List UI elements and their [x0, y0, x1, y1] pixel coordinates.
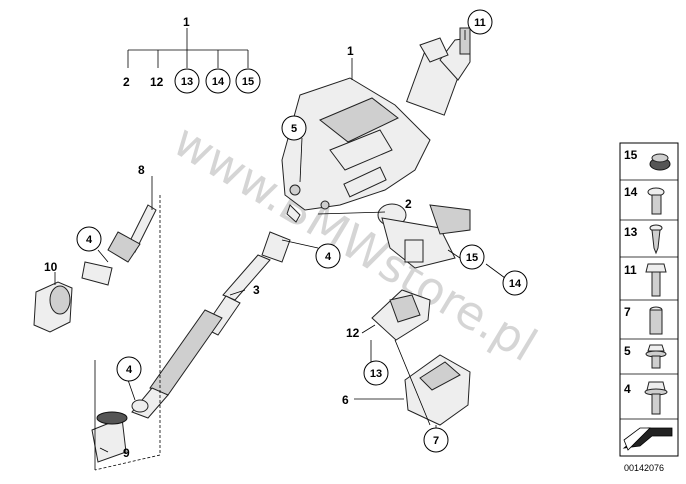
sleeve-nut-icon — [649, 306, 663, 335]
collar-screw-icon — [645, 344, 667, 369]
tree-item-2: 2 — [123, 75, 130, 89]
callout-4-lower: 4 — [126, 364, 133, 376]
arrow-icon — [622, 427, 673, 451]
callout-2: 2 — [405, 197, 412, 211]
legend-num-13: 13 — [624, 225, 638, 239]
tree-root-label: 1 — [183, 15, 190, 29]
callout-6: 6 — [342, 393, 349, 407]
leader-lines — [54, 30, 506, 453]
shoulder-bolt-icon — [647, 187, 665, 215]
callout-8: 8 — [138, 163, 145, 177]
callout-4-upper: 4 — [325, 251, 332, 263]
legend-num-4: 4 — [624, 382, 631, 396]
callout-10: 10 — [44, 260, 58, 274]
callout-5: 5 — [291, 123, 297, 135]
legend-num-5: 5 — [624, 344, 631, 358]
legend-num-7: 7 — [624, 305, 631, 319]
control-unit-bracket — [371, 289, 431, 341]
callout-4-left: 4 — [86, 234, 93, 246]
callout-11: 11 — [474, 17, 486, 29]
steering-shaft-lower — [131, 231, 291, 419]
callout-3: 3 — [253, 283, 260, 297]
hex-bolt-icon — [645, 263, 667, 297]
callout-14: 14 — [509, 278, 522, 290]
legend-num-14: 14 — [624, 185, 638, 199]
universal-joint-part — [81, 204, 157, 286]
assembly-tree: 1 2 12 13 14 15 — [123, 15, 261, 94]
legend-num-11: 11 — [624, 263, 637, 277]
steering-column-housing — [281, 27, 471, 223]
sleeve-part — [91, 411, 128, 463]
diagram-code: 00142076 — [624, 463, 664, 473]
legend-num-15: 15 — [624, 148, 638, 162]
tree-item-13: 13 — [181, 76, 193, 88]
tree-item-15: 15 — [242, 76, 254, 88]
flange-bolt-icon — [644, 381, 668, 415]
callout-12: 12 — [346, 326, 360, 340]
tree-item-12: 12 — [150, 75, 164, 89]
callout-15: 15 — [466, 252, 478, 264]
callout-7: 7 — [433, 435, 439, 447]
steering-column-module — [404, 354, 471, 426]
callout-9: 9 — [123, 446, 130, 460]
bellows-part — [33, 281, 73, 333]
callouts: 1 11 5 2 4 8 4 10 3 4 9 15 14 12 13 6 7 — [44, 9, 528, 460]
callout-1: 1 — [347, 44, 354, 58]
fastener-legend: 15 14 13 11 7 5 4 — [619, 142, 679, 457]
callout-13: 13 — [370, 368, 382, 380]
rubber-grommet-icon — [649, 153, 671, 171]
adjustment-motor-part — [377, 203, 471, 269]
guide-line — [94, 195, 161, 471]
self-tapping-screw-icon — [649, 224, 663, 255]
tree-item-14: 14 — [212, 76, 225, 88]
